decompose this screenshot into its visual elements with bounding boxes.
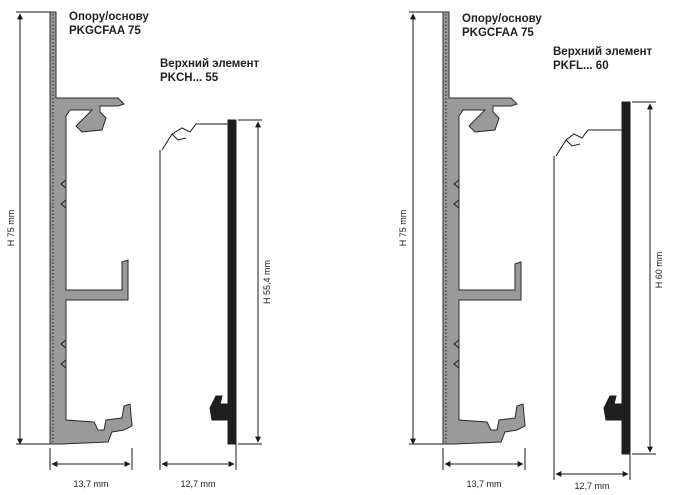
right-top-width-label: 12,7 mm bbox=[574, 481, 609, 491]
left-base-height-dimension: H 75 mm bbox=[6, 11, 50, 445]
left-assembly: H 75 mm 13,7 mm Опору/основу PKGCFAA 75 … bbox=[6, 11, 272, 489]
left-base-title: Опору/основу bbox=[69, 11, 149, 23]
right-base-height-label: H 75 mm bbox=[398, 210, 408, 247]
left-top-title: Верхний элемент bbox=[160, 58, 260, 70]
left-base-code: PKGCFAA 75 bbox=[69, 25, 141, 37]
right-base-profile bbox=[442, 11, 526, 445]
left-base-profile bbox=[49, 11, 133, 445]
right-top-code: PKFL... 60 bbox=[553, 60, 609, 72]
left-top-code: PKCH... 55 bbox=[160, 72, 219, 84]
left-base-width-label: 13,7 mm bbox=[73, 479, 108, 489]
right-base-width-dimension: 13,7 mm bbox=[442, 448, 526, 489]
right-top-width-dimension: 12,7 mm bbox=[555, 471, 629, 491]
right-top-profile bbox=[555, 101, 631, 455]
left-top-height-dimension: H 55,4 mm bbox=[238, 119, 272, 445]
right-base-width-label: 13,7 mm bbox=[466, 479, 501, 489]
left-top-height-label: H 55,4 mm bbox=[262, 260, 272, 304]
right-top-height-label: H 60 mm bbox=[654, 252, 664, 289]
left-top-profile bbox=[161, 119, 237, 445]
left-base-height-label: H 75 mm bbox=[6, 210, 16, 247]
right-base-code: PKGCFAA 75 bbox=[462, 27, 534, 39]
right-top-height-dimension: H 60 mm bbox=[632, 101, 664, 455]
right-base-title: Опору/основу bbox=[462, 13, 542, 25]
left-base-width-dimension: 13,7 mm bbox=[49, 448, 133, 489]
right-top-title: Верхний элемент bbox=[553, 46, 653, 58]
right-assembly: H 75 mm 13,7 mm Опору/основу PKGCFAA 75 … bbox=[398, 11, 664, 491]
left-top-width-dimension: 12,7 mm bbox=[161, 461, 235, 489]
right-base-height-dimension: H 75 mm bbox=[398, 11, 443, 445]
left-top-width-label: 12,7 mm bbox=[180, 479, 215, 489]
